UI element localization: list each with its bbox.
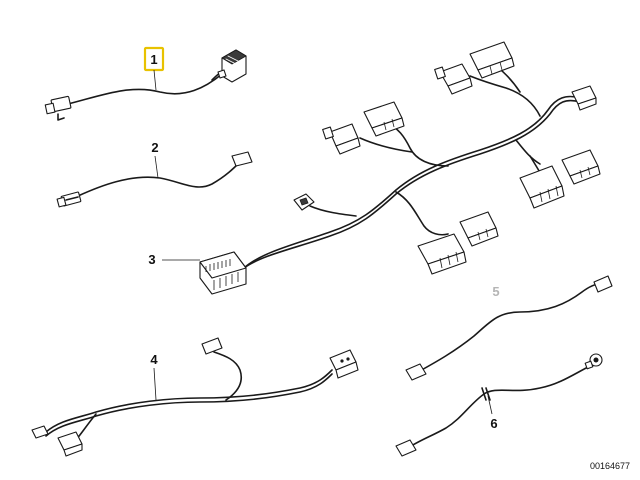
- part-4-connector-top: [201, 337, 223, 355]
- part-3-main-connector: [199, 251, 247, 295]
- part-3-connector-top-2: [469, 41, 515, 79]
- part-1-cable[interactable]: [44, 49, 247, 121]
- part-1-relay-box: [217, 49, 247, 83]
- callout-5-label: 5: [492, 284, 499, 299]
- part-1-plug-left: [44, 95, 72, 121]
- callout-6[interactable]: 6: [487, 395, 498, 431]
- callout-4[interactable]: 4: [150, 352, 158, 401]
- part-4-connector-left-2: [57, 431, 83, 457]
- part-3-connector-lower-2: [417, 233, 467, 275]
- part-3-connector-top-1: [434, 63, 473, 95]
- part-5-plug-left: [405, 363, 427, 381]
- image-id: 00164677: [590, 461, 630, 471]
- part-4-harness[interactable]: [31, 337, 359, 457]
- callout-6-label: 6: [490, 416, 497, 431]
- part-3-connector-right-2: [519, 165, 565, 209]
- part-6-socket-right: [584, 353, 603, 370]
- callout-2[interactable]: 2: [151, 140, 159, 179]
- part-5-plug-right: [593, 275, 613, 293]
- part-6-cable[interactable]: [395, 353, 603, 457]
- part-3-connector-right-1: [561, 149, 601, 185]
- callout-5[interactable]: 5: [492, 284, 499, 299]
- callout-2-label: 2: [151, 140, 158, 155]
- part-4-connector-right: [329, 349, 359, 379]
- callout-3[interactable]: 3: [148, 252, 200, 267]
- part-4-connector-left-1: [31, 425, 49, 439]
- callout-1-label: 1: [150, 52, 157, 67]
- part-3-connector-upper-1: [322, 123, 361, 155]
- callout-1[interactable]: 1: [143, 46, 165, 91]
- part-6-cable-tie: [481, 387, 491, 401]
- part-3-connector-upper-2: [363, 101, 405, 137]
- part-3-connector-lower-1: [459, 211, 499, 247]
- part-3-connector-right-end: [571, 85, 597, 111]
- callout-3-label: 3: [148, 252, 155, 267]
- part-2-cable[interactable]: [56, 151, 253, 208]
- part-3-main-harness[interactable]: [199, 41, 601, 295]
- callout-4-label: 4: [150, 352, 158, 367]
- part-3-clip: [293, 193, 315, 211]
- part-5-cable[interactable]: [405, 275, 613, 381]
- part-2-plug-left: [56, 191, 82, 208]
- part-2-plug-right: [231, 151, 253, 167]
- part-6-plug-left: [395, 439, 417, 457]
